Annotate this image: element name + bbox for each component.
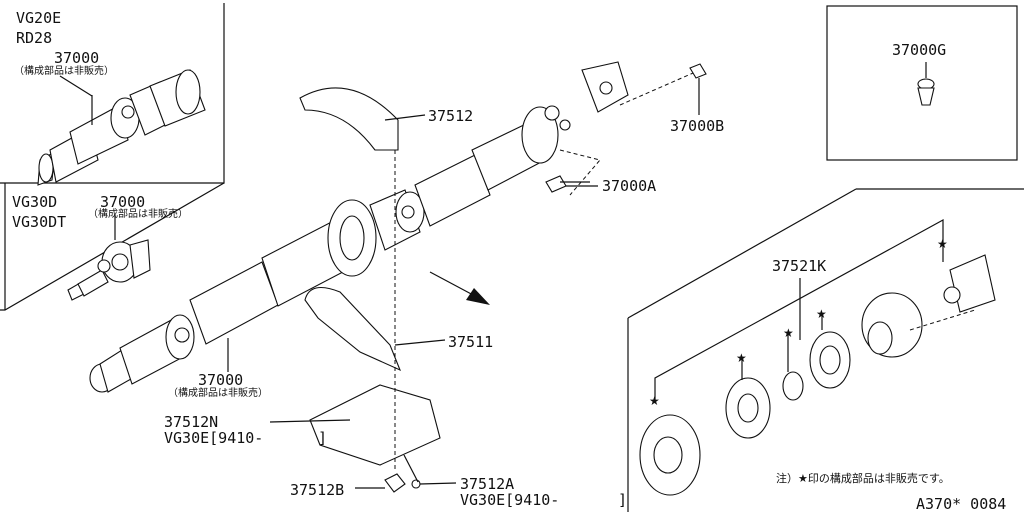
part-note-top: （構成部品は非販売） (14, 66, 114, 77)
engine-label-vg20e: VG20E (16, 9, 62, 27)
part-label-37000-top: 37000 (54, 49, 100, 67)
part-label-37512: 37512 (428, 107, 474, 125)
part-label-37000-mid: 37000 (100, 193, 146, 211)
star-icon: ★ (816, 307, 827, 321)
main-propeller-shaft (89, 61, 701, 393)
part-label-37511: 37511 (448, 333, 494, 351)
clip-37000g-drawing (917, 62, 935, 106)
engine-label-rd28: RD28 (16, 29, 53, 47)
leader-lines (59, 75, 700, 489)
part-label-37512n: 37512N (164, 413, 219, 431)
shaft-vg20e-drawing (37, 69, 206, 186)
applicability-37512a: VG30E[9410- (460, 491, 560, 509)
bearing-kit-drawing (639, 218, 996, 496)
star-marks: ★ ★ ★ ★ ★ (649, 237, 948, 408)
part-label-37000-main: 37000 (198, 371, 244, 389)
part-label-37512a: 37512A (460, 475, 515, 493)
part-label-37000g: 37000G (892, 41, 947, 59)
part-label-37512b: 37512B (290, 481, 345, 499)
star-icon: ★ (649, 394, 660, 408)
part-label-37521k: 37521K (772, 257, 827, 275)
engine-label-vg30dt: VG30DT (12, 213, 67, 231)
star-icon: ★ (736, 351, 747, 365)
inset-frames (0, 3, 1024, 512)
part-note-mid: （構成部品は非販売） (88, 209, 188, 220)
applicability-37512n: VG30E[9410- (164, 429, 264, 447)
star-icon: ★ (783, 326, 794, 340)
engine-label-vg30d: VG30D (12, 193, 58, 211)
front-direction-arrow (429, 271, 490, 305)
footnote: 注）★印の構成部品は非販売です。 (776, 472, 950, 485)
part-note-main: （構成部品は非販売） (168, 388, 268, 399)
applicability-close-37512n: ] (318, 429, 328, 447)
applicability-close-37512a: ] (618, 491, 628, 509)
center-bearing-parts (299, 63, 707, 493)
star-icon: ★ (937, 237, 948, 251)
part-label-37000b: 37000B (670, 117, 725, 135)
shaft-vg30d-drawing (67, 215, 151, 301)
diagram-code: A370* 0084 (916, 495, 1007, 513)
part-label-37000a: 37000A (602, 177, 657, 195)
